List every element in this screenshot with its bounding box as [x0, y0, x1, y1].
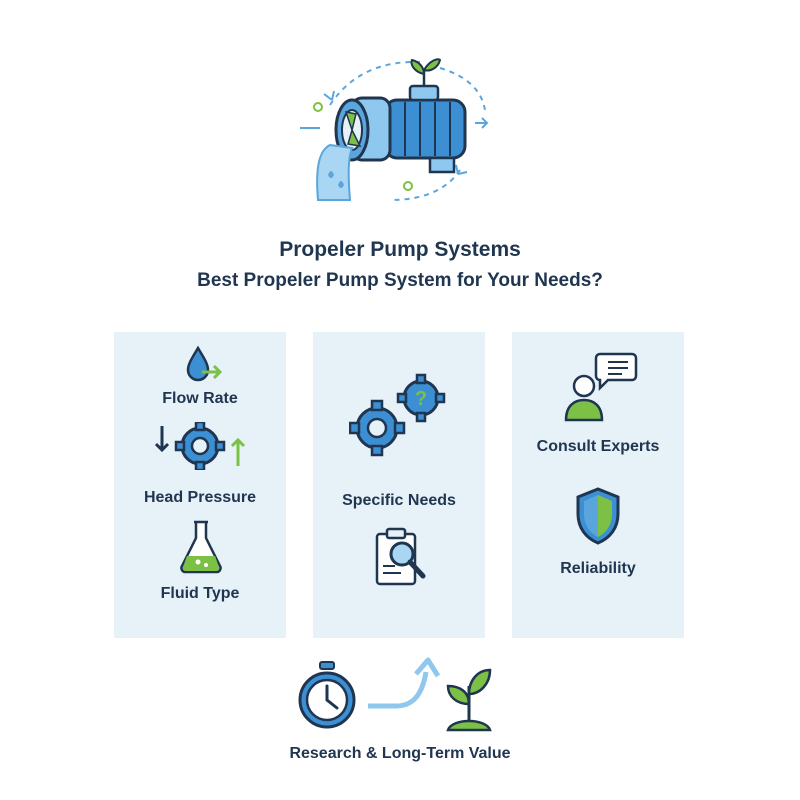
- panel-experts: Consult Experts Reliability: [512, 332, 684, 638]
- shield-icon: [576, 487, 620, 545]
- water-drop-arrow-icon: [186, 345, 223, 382]
- label-specific-needs: Specific Needs: [342, 492, 456, 509]
- label-head-pressure: Head Pressure: [143, 489, 257, 506]
- svg-text:?: ?: [415, 388, 427, 410]
- panel-requirements: Flow Rate Head Pressure Fluid Type: [114, 332, 286, 638]
- label-consult-experts: Consult Experts: [536, 438, 660, 455]
- label-flow-rate: Flow Rate: [162, 390, 238, 407]
- gears-question-icon: ?: [349, 373, 446, 457]
- footer-label: Research & Long-Term Value: [289, 745, 511, 762]
- curved-arrow-icon: [368, 657, 441, 709]
- clipboard-magnifier-icon: [375, 527, 426, 586]
- page-subtitle: Best Propeler Pump System for Your Needs…: [197, 270, 603, 291]
- expert-chat-icon: [564, 352, 638, 422]
- page-title: Propeler Pump Systems: [279, 238, 521, 261]
- stopwatch-icon: [298, 661, 356, 729]
- sprout-icon: [446, 668, 492, 732]
- gear-arrows-icon: [154, 422, 246, 470]
- label-fluid-type: Fluid Type: [160, 585, 240, 602]
- panel-specific-needs: ? Specific Needs: [313, 332, 485, 638]
- label-reliability: Reliability: [560, 560, 636, 577]
- propeller-pump-illustration: [300, 58, 489, 201]
- flask-icon: [180, 520, 222, 574]
